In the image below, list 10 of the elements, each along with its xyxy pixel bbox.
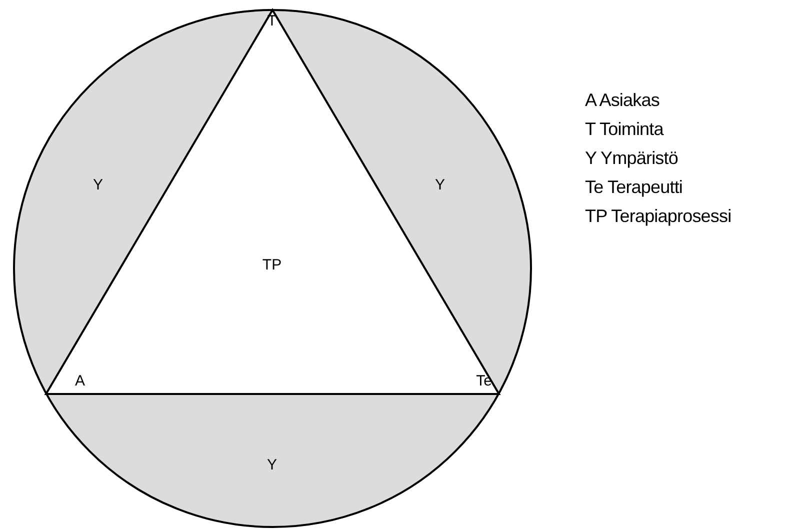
legend-entry: Y Ympäristö bbox=[585, 147, 679, 170]
legend-entry: Te Terapeutti bbox=[585, 176, 684, 199]
region-label: Y bbox=[267, 458, 277, 472]
center-label: TP bbox=[262, 258, 282, 272]
vertex-label: A bbox=[75, 374, 85, 388]
region-label: Y bbox=[93, 178, 103, 192]
legend-entry: T Toiminta bbox=[585, 118, 665, 141]
legend-entry: TP Terapiaprosessi bbox=[585, 205, 732, 228]
legend-entry: A Asiakas bbox=[585, 89, 660, 112]
region-label: Y bbox=[435, 178, 445, 192]
